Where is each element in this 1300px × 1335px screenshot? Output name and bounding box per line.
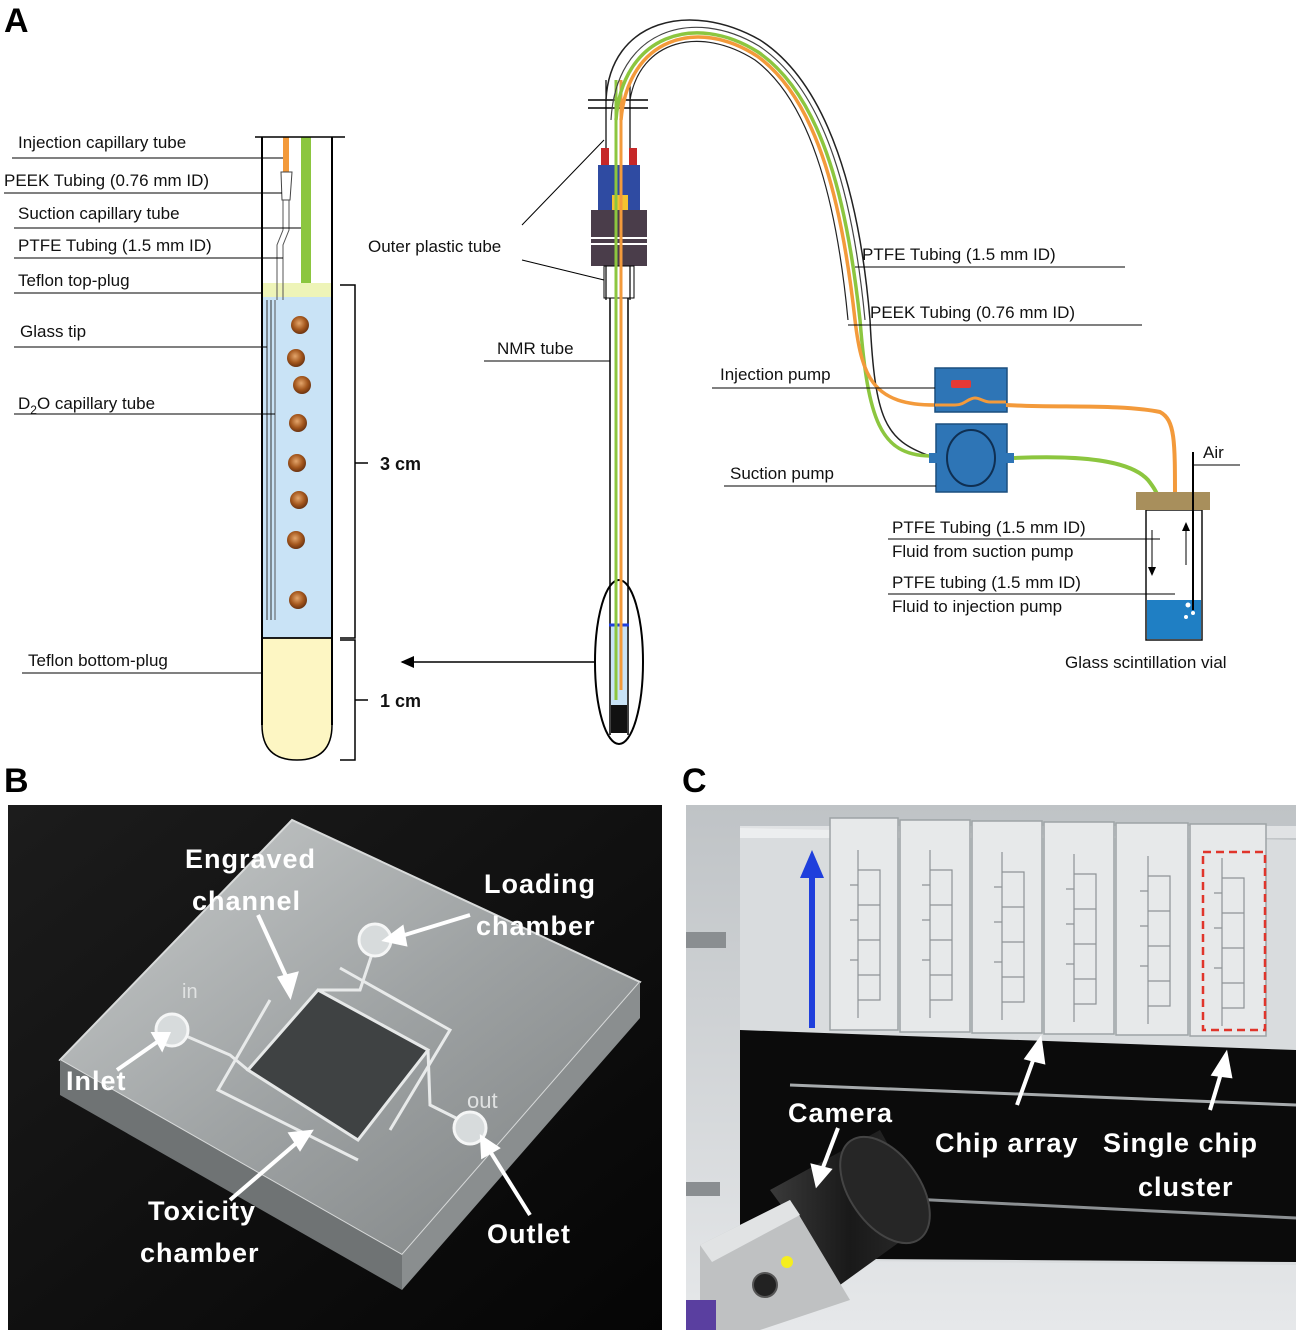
bead (288, 454, 306, 472)
chip-slide (1043, 821, 1115, 1035)
zoom-ellipse (594, 579, 644, 745)
bead (287, 349, 305, 367)
pumps (929, 367, 1177, 620)
probe-tube (255, 136, 345, 761)
label-teflon-top-plug: Teflon top-plug (18, 271, 130, 290)
peek-path-left (276, 200, 284, 300)
label-suction-capillary: Suction capillary tube (18, 204, 180, 223)
label-injection-pump: Injection pump (720, 365, 831, 384)
label-single-chip-cluster-1: Single chip (1103, 1128, 1258, 1158)
beads (287, 316, 311, 609)
camera-indicator (781, 1256, 793, 1268)
panel-a-letter: A (4, 2, 29, 40)
peek-path-right (282, 200, 290, 300)
panel-a: A (4, 2, 1240, 761)
panel-c-letter: C (682, 762, 707, 800)
bead (293, 376, 311, 394)
teflon-bottom-plug (261, 637, 333, 761)
bead (289, 591, 307, 609)
label-outlet: Outlet (487, 1219, 571, 1249)
cap-red-left (601, 148, 609, 168)
chip-slide (829, 817, 899, 1031)
bead (289, 414, 307, 432)
camera-cable (686, 1300, 716, 1330)
label-engraved-channel-1: Engraved (185, 844, 316, 874)
side-bolt (686, 932, 726, 948)
single-chip-cluster-box (1201, 850, 1267, 1032)
dimension-brackets: 3 cm 1 cm (340, 284, 421, 761)
teflon-top-plug (262, 283, 332, 297)
right-labels: Outer plastic tube NMR tube PTFE Tubing … (368, 139, 1240, 672)
label-ptfe-right: PTFE Tubing (1.5 mm ID) (862, 245, 1056, 264)
nmr-plug (611, 705, 627, 733)
label-peek-tubing: PEEK Tubing (0.76 mm ID) (4, 171, 209, 190)
photo-c-arrows (810, 1034, 1233, 1189)
chip-channels (850, 850, 1245, 1026)
label-nmr-tube: NMR tube (497, 339, 574, 358)
label-loading-chamber-2: chamber (476, 911, 596, 941)
mark-in: in (182, 981, 198, 1003)
label-vial-ptfe-1: PTFE Tubing (1.5 mm ID) (892, 518, 1086, 537)
cap-red-right (629, 148, 637, 168)
scintillation-vial (1136, 452, 1210, 641)
label-air: Air (1203, 443, 1224, 462)
label-injection-capillary: Injection capillary tube (18, 133, 186, 152)
bead (290, 491, 308, 509)
label-camera: Camera (788, 1098, 893, 1128)
bead (291, 316, 309, 334)
panel-b-letter: B (4, 762, 29, 800)
injection-capillary (283, 137, 289, 172)
label-engraved-channel-2: channel (192, 886, 301, 916)
label-loading-chamber-1: Loading (484, 869, 596, 899)
label-glass-tip: Glass tip (20, 322, 86, 341)
peek-connector (280, 171, 293, 201)
chip-slide (971, 820, 1043, 1034)
chip-slide (899, 819, 971, 1033)
label-vial-fluid-to: Fluid to injection pump (892, 597, 1062, 616)
label-toxicity-chamber-1: Toxicity (148, 1196, 256, 1226)
dimension-3cm: 3 cm (380, 454, 421, 474)
label-inlet: Inlet (66, 1066, 127, 1096)
label-single-chip-cluster-2: cluster (1138, 1172, 1234, 1202)
label-vial-fluid-from: Fluid from suction pump (892, 542, 1073, 561)
chip-slide (1189, 823, 1267, 1037)
bead (287, 531, 305, 549)
label-toxicity-chamber-2: chamber (140, 1238, 260, 1268)
panel-b: B Engr (4, 762, 662, 1330)
label-vial-caption: Glass scintillation vial (1065, 653, 1227, 672)
blue-arrow-head (800, 850, 824, 878)
injection-pump-led (951, 380, 971, 388)
chip-side-right (402, 982, 640, 1290)
label-ptfe-tubing: PTFE Tubing (1.5 mm ID) (18, 236, 212, 255)
dimension-1cm: 1 cm (380, 691, 421, 711)
outlet-well (452, 1110, 488, 1146)
panel-c: C (682, 762, 1297, 1330)
chip-slide (1115, 822, 1189, 1036)
chip-side-front (60, 1060, 402, 1290)
label-d2o-capillary: D2O capillary tube (18, 394, 155, 417)
label-vial-ptfe-2: PTFE tubing (1.5 mm ID) (892, 573, 1081, 592)
label-teflon-bottom-plug: Teflon bottom-plug (28, 651, 168, 670)
nmr-sample (611, 625, 627, 705)
camera (686, 1130, 931, 1330)
tubing-arc (605, 19, 936, 458)
mark-out: out (467, 1088, 498, 1113)
label-chip-array: Chip array (935, 1128, 1079, 1158)
side-bolt-lower (686, 1182, 720, 1196)
label-peek-right: PEEK Tubing (0.76 mm ID) (870, 303, 1075, 322)
label-suction-pump: Suction pump (730, 464, 834, 483)
nmr-assembly (400, 80, 648, 745)
chip-array-slides (829, 817, 1267, 1037)
suction-pump-rotor (946, 429, 996, 487)
probe-labels: Injection capillary tube PEEK Tubing (0.… (4, 133, 301, 674)
label-outer-plastic-tube: Outer plastic tube (368, 237, 501, 256)
suction-ptfe (301, 137, 311, 283)
vial-cap (1136, 492, 1210, 510)
photo-b-arrows (115, 913, 532, 1217)
